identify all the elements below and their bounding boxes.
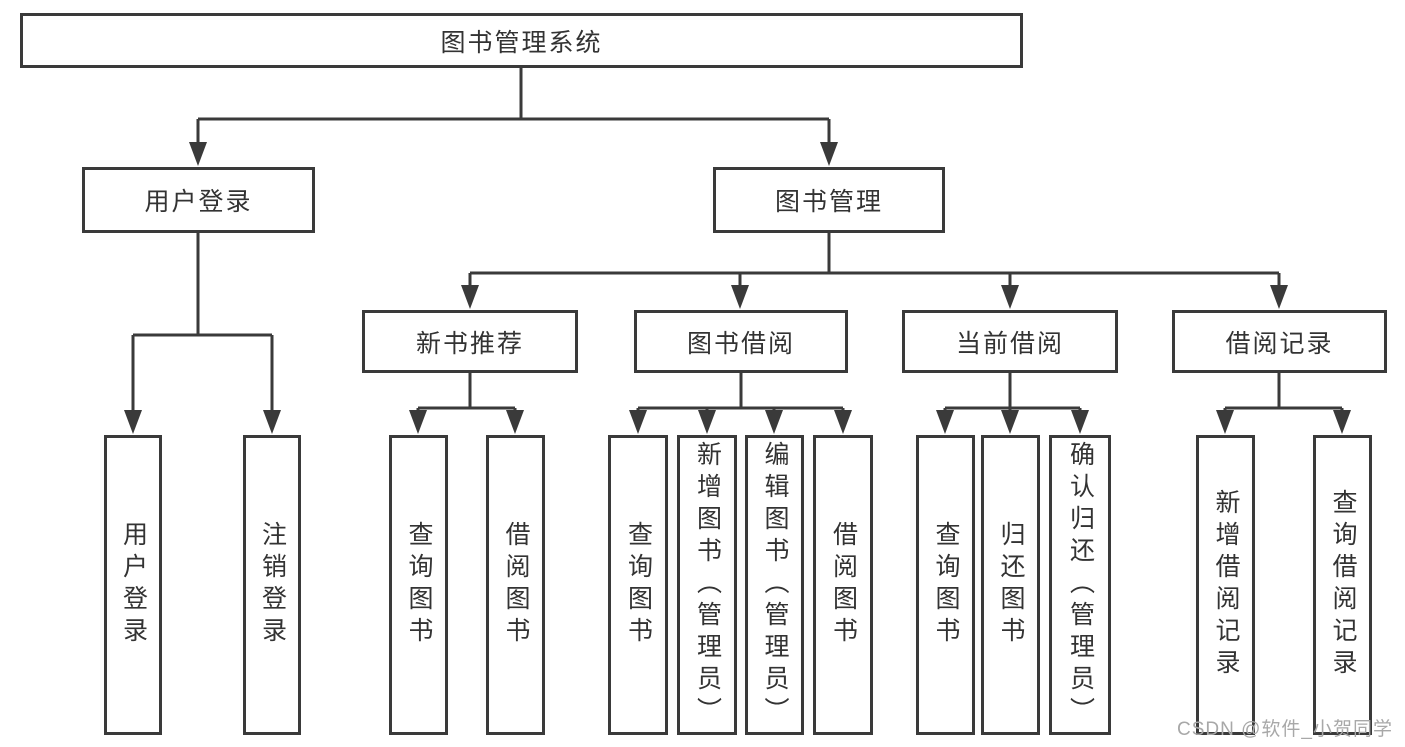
leaf-user-login: 用户登录 [104, 435, 162, 735]
leaf-borrow-borrow-books: 借阅图书 [813, 435, 873, 735]
leaf-recommend-borrow-books: 借阅图书 [486, 435, 545, 735]
node-book-management: 图书管理 [713, 167, 945, 233]
leaf-recommend-query-books: 查询图书 [389, 435, 448, 735]
node-borrow-records: 借阅记录 [1172, 310, 1387, 373]
leaf-current-query-books: 查询图书 [916, 435, 975, 735]
leaf-records-add-record: 新增借阅记录 [1196, 435, 1255, 735]
node-book-borrow: 图书借阅 [634, 310, 848, 373]
node-user-login: 用户登录 [82, 167, 315, 233]
leaf-records-query-record: 查询借阅记录 [1313, 435, 1372, 735]
leaf-current-confirm-return-admin: 确认归还（管理员） [1049, 435, 1111, 735]
leaf-logout: 注销登录 [243, 435, 301, 735]
node-root: 图书管理系统 [20, 13, 1023, 68]
leaf-borrow-query-books: 查询图书 [608, 435, 668, 735]
node-new-book-recommend: 新书推荐 [362, 310, 578, 373]
arrowheads [124, 142, 1351, 434]
leaf-borrow-edit-books-admin: 编辑图书（管理员） [745, 435, 804, 735]
leaf-current-return-books: 归还图书 [981, 435, 1040, 735]
node-current-borrow: 当前借阅 [902, 310, 1118, 373]
leaf-borrow-add-books-admin: 新增图书（管理员） [677, 435, 737, 735]
csdn-watermark: CSDN @软件_小贺同学 [1177, 719, 1393, 740]
